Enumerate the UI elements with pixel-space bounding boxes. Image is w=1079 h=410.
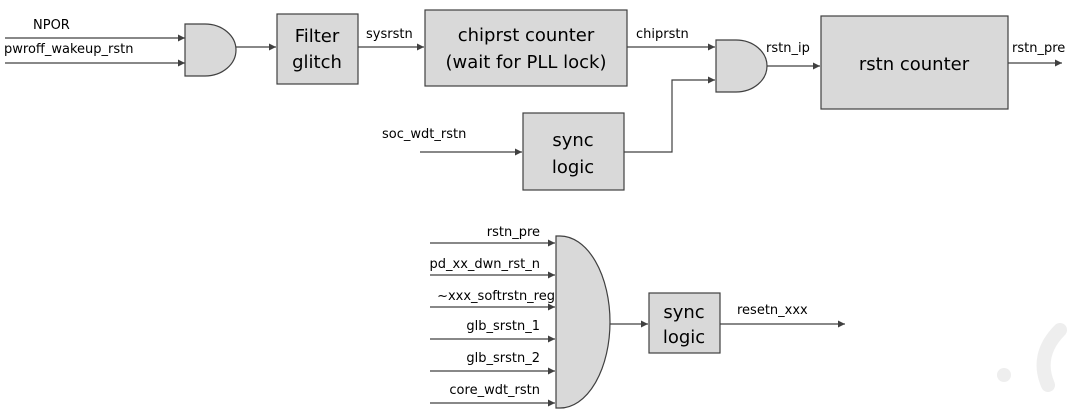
chiprst-counter-label-line2: (wait for PLL lock) xyxy=(445,52,606,73)
label-pwroff-wakeup-rstn: pwroff_wakeup_rstn xyxy=(4,42,133,57)
chiprst-counter-block xyxy=(424,9,628,87)
label-rstn-pre-out: rstn_pre xyxy=(1012,41,1065,56)
sync-logic-block-bottom xyxy=(648,292,721,354)
filter-glitch-label-line1: Filter xyxy=(295,26,340,47)
sync-logic-top-line1: sync xyxy=(552,130,593,151)
wire-sync-to-gate xyxy=(624,76,715,153)
label-sysrstn: sysrstn xyxy=(366,27,413,42)
and-gate-top-left xyxy=(184,23,237,77)
watermark-mark xyxy=(997,323,1067,392)
label-npor: NPOR xyxy=(33,18,70,33)
filter-glitch-label-line2: glitch xyxy=(292,52,342,73)
rstn-counter-label: rstn counter xyxy=(859,54,970,75)
label-rstn-ip: rstn_ip xyxy=(766,41,810,56)
label-in-glb-srstn-1: glb_srstn_1 xyxy=(466,319,540,334)
filter-glitch-block xyxy=(276,13,359,85)
and-gate-bottom xyxy=(555,235,611,409)
sync-logic-block-top xyxy=(522,112,625,191)
label-soc-wdt-rstn: soc_wdt_rstn xyxy=(382,127,466,142)
label-in-softrstn-reg: ~xxx_softrstn_reg xyxy=(437,289,555,304)
sync-logic-top-line2: logic xyxy=(552,157,594,178)
sync-logic-bottom-line1: sync xyxy=(663,302,704,323)
label-in-core-wdt-rstn: core_wdt_rstn xyxy=(449,383,540,398)
label-chiprstn: chiprstn xyxy=(636,27,689,42)
chiprst-counter-label-line1: chiprst counter xyxy=(458,25,595,46)
label-resetn-xxx: resetn_xxx xyxy=(737,303,808,318)
and-gate-top-right xyxy=(715,39,768,93)
label-in-rstn-pre: rstn_pre xyxy=(487,225,540,240)
label-in-glb-srstn-2: glb_srstn_2 xyxy=(466,351,540,366)
label-in-pd-xx-dwn-rst-n: pd_xx_dwn_rst_n xyxy=(430,257,540,272)
sync-logic-bottom-line2: logic xyxy=(663,327,705,348)
rstn-counter-block xyxy=(820,15,1009,110)
